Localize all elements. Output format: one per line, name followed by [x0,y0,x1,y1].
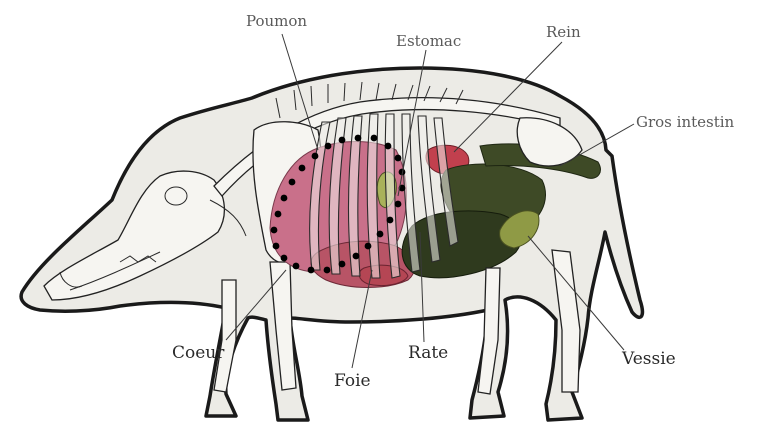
label-rein: Rein [546,23,581,41]
label-foie: Foie [334,371,371,391]
label-coeur: Coeur [172,343,225,363]
label-vessie: Vessie [621,349,676,369]
label-rate: Rate [408,343,448,363]
label-gros-intestin: Gros intestin [636,113,735,131]
label-poumon: Poumon [246,12,307,30]
label-estomac: Estomac [396,32,461,50]
